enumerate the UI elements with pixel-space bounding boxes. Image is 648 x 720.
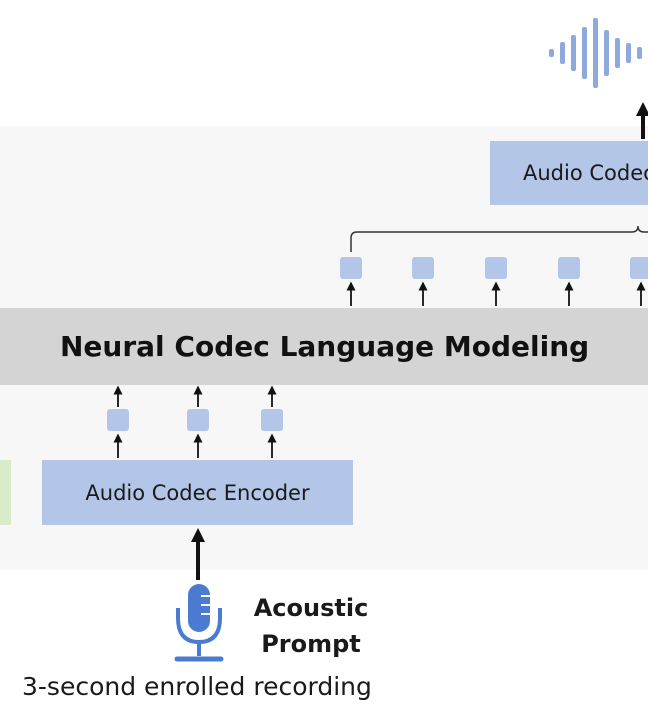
output-token <box>340 257 362 279</box>
audio-codec-decoder-box: Audio Codec Decoder <box>490 141 648 205</box>
audio-codec-encoder-box: Audio Codec Encoder <box>42 460 353 525</box>
enrolled-recording-caption: 3-second enrolled recording <box>22 672 372 701</box>
acoustic-prompt-line2: Prompt <box>261 630 361 658</box>
input-tokens <box>107 409 283 431</box>
output-token <box>412 257 434 279</box>
input-token <box>187 409 209 431</box>
lm-output-arrows <box>346 281 646 306</box>
output-token <box>485 257 507 279</box>
input-token <box>261 409 283 431</box>
output-tokens <box>340 257 648 279</box>
waveform-icon <box>549 18 642 88</box>
output-token <box>630 257 648 279</box>
output-token <box>558 257 580 279</box>
audio-codec-encoder-label: Audio Codec Encoder <box>85 480 310 505</box>
audio-codec-decoder-label: Audio Codec Decoder <box>523 161 648 185</box>
language-modeling-label: Neural Codec Language Modeling <box>60 330 590 363</box>
lm-input-arrows <box>113 385 277 407</box>
text-prompt-box-edge <box>0 460 11 525</box>
input-token <box>107 409 129 431</box>
microphone-icon <box>174 584 224 662</box>
acoustic-prompt-label: Acoustic Prompt <box>246 590 376 662</box>
encoder-output-arrows <box>113 433 277 458</box>
neural-codec-language-modeling-band: Neural Codec Language Modeling <box>0 308 648 385</box>
acoustic-prompt-line1: Acoustic <box>253 594 369 622</box>
token-group-brace <box>350 225 648 252</box>
